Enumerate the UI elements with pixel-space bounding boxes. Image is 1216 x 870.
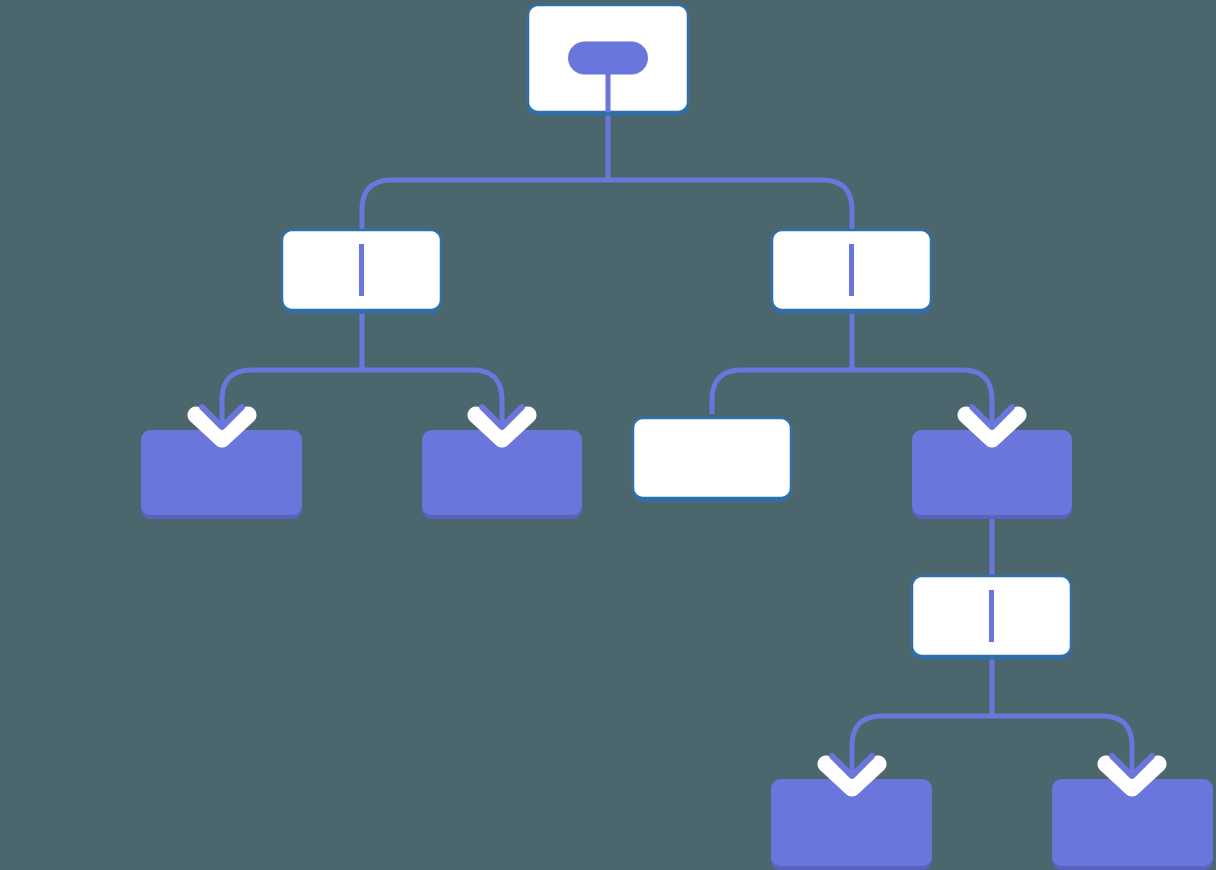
- down-chevron-icon-backing: [187, 406, 257, 448]
- leaf-node-2-body[interactable]: [422, 430, 582, 515]
- level3-node-purple-body[interactable]: [912, 430, 1072, 515]
- down-arrow-icon: [829, 753, 875, 779]
- node-layer: [141, 3, 1213, 866]
- arrow-level3-purple: [957, 395, 1027, 448]
- down-arrow-icon: [199, 404, 245, 430]
- level2-node-right[interactable]: [770, 228, 933, 312]
- leaf-node-4-body[interactable]: [1052, 779, 1213, 866]
- arrow-leaf-1: [187, 395, 257, 448]
- level2-node-left[interactable]: [280, 228, 443, 312]
- connector-level2right-to-white3: [709, 310, 855, 414]
- level4-node-white[interactable]: [910, 574, 1073, 658]
- leaf-node-2[interactable]: [422, 430, 582, 515]
- level3-node-white[interactable]: [631, 416, 793, 500]
- leaf-node-3-body[interactable]: [771, 779, 932, 866]
- arrow-layer: [187, 395, 1167, 797]
- arrow-leaf-3: [817, 744, 887, 797]
- down-chevron-icon-backing: [957, 406, 1027, 448]
- connector-root-to-level2-left: [359, 112, 611, 230]
- down-chevron-icon-backing: [1097, 755, 1167, 797]
- connector-root-to-level2-right: [605, 112, 855, 230]
- leaf-node-3[interactable]: [771, 779, 932, 866]
- down-chevron-icon-backing: [817, 755, 887, 797]
- leaf-node-4[interactable]: [1052, 779, 1213, 866]
- arrow-leaf-4: [1097, 744, 1167, 797]
- arrow-leaf-2: [467, 395, 537, 448]
- root-node[interactable]: [526, 3, 690, 114]
- down-chevron-icon-backing: [467, 406, 537, 448]
- down-arrow-icon: [969, 404, 1015, 430]
- level3-node-purple[interactable]: [912, 430, 1072, 515]
- leaf-node-1-body[interactable]: [141, 430, 302, 515]
- down-arrow-icon: [1109, 753, 1155, 779]
- down-arrow-icon: [479, 404, 525, 430]
- level3-node-white-body[interactable]: [631, 416, 793, 500]
- leaf-node-1[interactable]: [141, 430, 302, 515]
